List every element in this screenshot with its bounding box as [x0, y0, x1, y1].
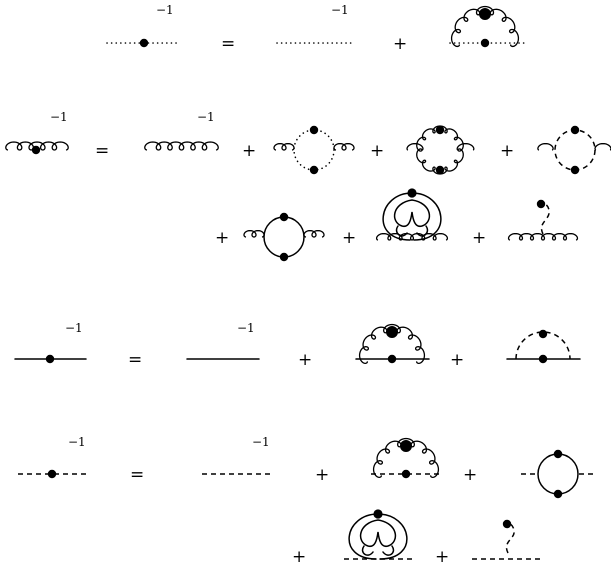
plus-sign: + [215, 228, 229, 248]
gluon-leg [303, 229, 325, 238]
plus-sign: + [298, 350, 312, 370]
full-propagator-dot [570, 165, 580, 175]
full-propagator-dot [279, 252, 289, 262]
full-propagator-dot [45, 354, 55, 364]
ghost-self-energy-equation: −1 = −1 + [106, 3, 526, 54]
gluon-leg [243, 229, 265, 238]
full-propagator-dot [570, 125, 580, 135]
plus-sign: + [342, 228, 356, 248]
gluon-leg [456, 142, 475, 151]
gluon-leg [333, 142, 355, 151]
equals-sign: = [95, 141, 109, 161]
inverse-exponent: −1 [50, 110, 68, 124]
quark-loop [537, 453, 579, 495]
gluon-loop-inner [359, 519, 397, 548]
scalar-tadpole-term [472, 519, 543, 560]
plus-sign: + [370, 141, 384, 161]
equals-sign: = [128, 350, 142, 370]
equals-sign: = [221, 34, 235, 54]
scalar-quark-loop-term [521, 449, 596, 499]
full-vertex-dot [407, 188, 417, 198]
plus-sign: + [315, 465, 329, 485]
plus-sign: + [472, 228, 486, 248]
scalar-gluon-loop-term [371, 437, 441, 479]
quark-loop-term [243, 212, 325, 262]
full-propagator-dot [309, 165, 319, 175]
gluon-loop-curls [361, 545, 395, 556]
plus-sign: + [292, 547, 306, 567]
gluon-leg [594, 142, 611, 151]
full-propagator-dot [538, 354, 548, 364]
plus-sign: + [450, 350, 464, 370]
inverse-exponent: −1 [65, 321, 83, 335]
inverse-exponent: −1 [197, 110, 215, 124]
full-propagator-dot [31, 145, 41, 155]
full-propagator-dot [47, 469, 57, 479]
plus-sign: + [435, 547, 449, 567]
full-propagator-dot [435, 125, 445, 135]
gluon-arc [450, 5, 520, 48]
scalar-tadpole-term [507, 199, 579, 241]
scalar-loop-term [537, 125, 611, 175]
inverse-exponent: −1 [331, 3, 349, 17]
full-vertex-dot [400, 440, 412, 452]
full-propagator-dot [538, 329, 548, 339]
gluon-external-line [375, 232, 449, 241]
inverse-exponent: −1 [252, 435, 270, 449]
full-vertex-dot [386, 326, 398, 338]
gluon-loop-inner [393, 199, 431, 228]
full-propagator-dot [401, 469, 411, 479]
gluon-leg [537, 142, 554, 151]
plus-sign: + [242, 141, 256, 161]
scalar-self-energy-equation: −1 = −1 + + + + [18, 435, 596, 567]
gluon-arc [358, 323, 426, 365]
full-vertex-dot [479, 8, 491, 20]
gluon-loop-term [406, 125, 475, 175]
gluon-bare-propagator-line [144, 141, 219, 151]
scalar-loop [554, 129, 596, 171]
full-propagator-dot [387, 354, 397, 364]
full-propagator-dot [536, 199, 546, 209]
scalar-arc [515, 331, 571, 360]
gluon-loop-curls [395, 225, 429, 237]
full-propagator-dot [480, 38, 490, 48]
ghost-gluon-loop-term [449, 5, 526, 48]
ghost-loop-term [273, 125, 355, 175]
gluon-self-energy-equation: −1 = −1 + + + + [5, 110, 611, 262]
plus-sign: + [393, 34, 407, 54]
gluon-leg [406, 142, 424, 151]
gluon-full-propagator-line [5, 141, 69, 151]
quark-self-energy-equation: −1 = −1 + + [14, 321, 581, 370]
plus-sign: + [500, 141, 514, 161]
full-propagator-dot [502, 519, 512, 529]
quark-scalar-loop-term [506, 329, 581, 364]
gluon-arc [372, 437, 440, 479]
full-vertex-dot [373, 509, 383, 519]
full-propagator-dot [139, 38, 149, 48]
equals-sign: = [130, 465, 144, 485]
full-propagator-dot [553, 489, 563, 499]
scalar-two-loop-term [344, 509, 412, 560]
inverse-exponent: −1 [237, 321, 255, 335]
inverse-exponent: −1 [156, 3, 174, 17]
full-propagator-dot [553, 449, 563, 459]
inverse-exponent: −1 [68, 435, 86, 449]
full-propagator-dot [435, 165, 445, 175]
gluon-external-line [507, 232, 579, 241]
plus-sign: + [463, 465, 477, 485]
full-propagator-dot [279, 212, 289, 222]
gluon-two-loop-term [375, 188, 449, 241]
ghost-loop [293, 129, 335, 171]
quark-loop [263, 216, 305, 258]
full-propagator-dot [309, 125, 319, 135]
gluon-leg [273, 142, 295, 151]
quark-gluon-loop-term [355, 323, 430, 365]
